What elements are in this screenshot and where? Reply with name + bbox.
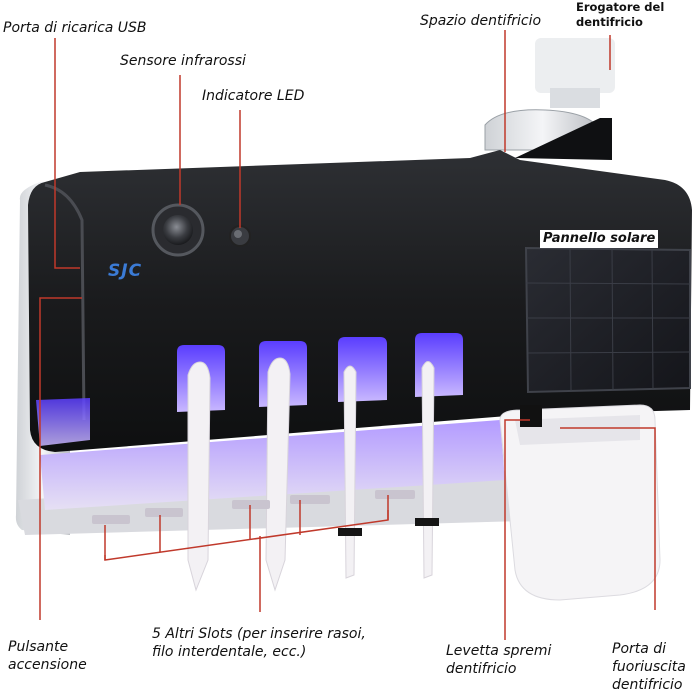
solar-grid <box>525 248 691 392</box>
label-usb-port: Porta di ricarica USB <box>3 20 147 36</box>
label-paste-space: Spazio dentifricio <box>420 13 542 29</box>
leader-lines <box>39 30 656 640</box>
squeeze-lever <box>520 405 542 427</box>
toothbrushes <box>187 357 439 592</box>
label-ir-sensor: Sensore infrarossi <box>120 53 246 69</box>
label-extra-slots: 5 Altri Slots (per inserire rasoi, filo … <box>152 626 366 660</box>
label-power-button: Pulsante accensione <box>8 639 87 673</box>
brand-logo: SJC <box>108 261 143 281</box>
label-exit-port: Porta di fuoriuscita dentifricio <box>612 641 686 693</box>
label-solar-panel: Pannello solare <box>540 230 659 248</box>
label-led: Indicatore LED <box>202 88 305 104</box>
paste-dispenser <box>499 404 661 601</box>
toothpaste-tube <box>535 38 615 93</box>
solar-panel <box>524 246 691 394</box>
label-squeeze-lever: Levetta spremi dentifricio <box>446 643 552 677</box>
label-dispenser: Erogatore del dentifricio <box>576 0 665 29</box>
